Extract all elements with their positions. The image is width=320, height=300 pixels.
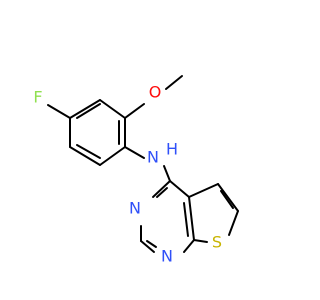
amine-nitrogen-label: N	[147, 148, 159, 167]
bond-pym-c2-n1	[140, 240, 155, 253]
bond-c1-c2	[69, 99, 101, 119]
bond-thio-s-c7a	[193, 239, 208, 243]
bond-c2-c3	[99, 99, 126, 119]
amine-hydrogen-label: H	[166, 140, 178, 159]
bond-pym-c2-n1-inner	[146, 240, 157, 248]
bond-pym-c7a-c4a-inner	[183, 202, 189, 237]
bond-c5-c6	[69, 146, 101, 166]
bond-c1-c2-inner	[76, 103, 101, 119]
bond-c4-n	[124, 146, 145, 159]
bond-o-me	[165, 75, 183, 90]
pyrimidine-nitrogen-upper-label: N	[129, 199, 141, 218]
bond-thio-c6-s	[228, 210, 239, 236]
pyrimidine-nitrogen-lower-label: N	[161, 247, 173, 266]
bond-thio-c5-c6-inner	[220, 190, 234, 209]
bond-c1-f	[47, 104, 71, 119]
molecule-canvas: F O N H N N S	[33, 75, 239, 266]
oxygen-atom-label: O	[149, 83, 162, 102]
bond-thio-c4a-c5	[188, 183, 219, 198]
bond-pym-c4-n3-inner	[156, 187, 168, 198]
bond-pym-c4-n3	[152, 180, 171, 198]
sulfur-atom-label: S	[212, 233, 222, 252]
bond-c4-c5	[99, 146, 126, 166]
bond-pym-c7a-c4a	[188, 196, 195, 241]
fluorine-atom-label: F	[33, 88, 42, 107]
bond-c3-o	[124, 103, 145, 119]
molecule-structure: F O N H N N S	[33, 75, 239, 266]
bond-thio-c5-c6	[217, 183, 239, 212]
bond-pym-n1-c7a	[183, 239, 195, 253]
bond-pym-c4-c4a	[169, 180, 190, 198]
bond-n-c4-pyrimidine	[163, 165, 171, 182]
bond-c5-c6-inner	[76, 144, 101, 159]
